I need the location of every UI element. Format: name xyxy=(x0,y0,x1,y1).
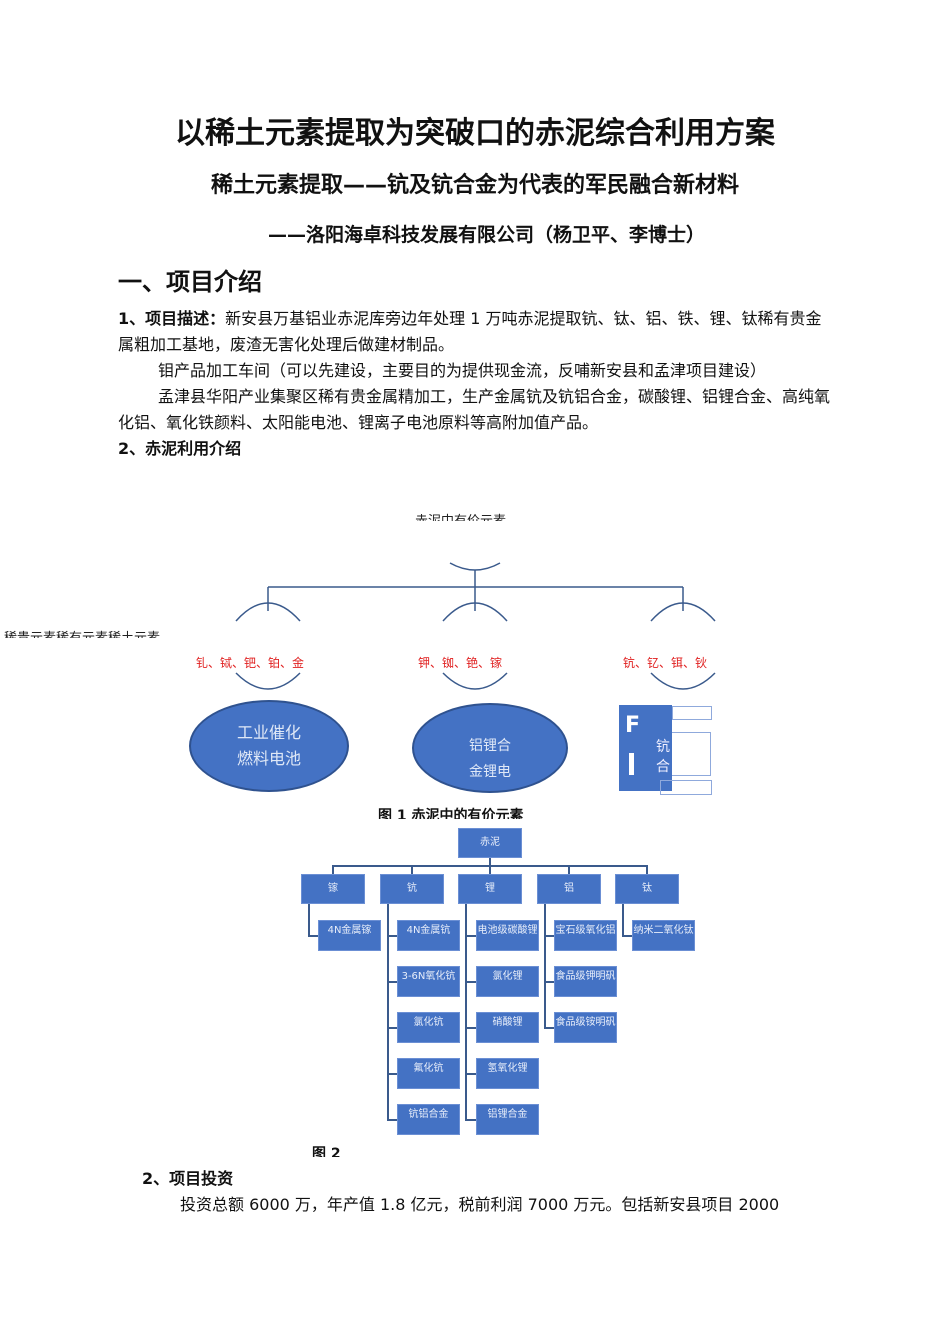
fig2-connector xyxy=(622,935,632,937)
fig1-box-frame xyxy=(672,706,712,720)
fig2-leaf-node: 4N金属镓 xyxy=(318,920,381,951)
fig2-leaf-node: 纳米二氧化钛 xyxy=(632,920,695,951)
subheading-text: 2、赤泥利用介绍 xyxy=(118,439,242,458)
fig2-branch-node: 镓 xyxy=(301,874,365,904)
fig1-connectors xyxy=(235,562,716,690)
fig2-connector xyxy=(387,1073,397,1075)
fig1-elements-rare: 钾、铷、铯、镓 xyxy=(418,656,503,670)
fig2-leaf-node: 食品级铵明矾 xyxy=(554,1012,617,1043)
fig2-connector xyxy=(465,935,476,937)
use-text: 钪合 xyxy=(656,739,670,775)
section-heading-intro: 一、项目介绍 xyxy=(118,268,262,296)
fig1-use-catalysis: 工业催化燃料电池 xyxy=(189,700,349,792)
fig2-leaf-node: 氢氧化锂 xyxy=(476,1058,539,1089)
fig2-connector xyxy=(308,935,318,937)
fig2-branch-node: 锂 xyxy=(458,874,522,904)
fig2-leaf-node: 氯化锂 xyxy=(476,966,539,997)
fig2-connector xyxy=(387,1027,397,1029)
fig2-branch-node: 铝 xyxy=(537,874,601,904)
fig1-caption: 图 1 赤泥中的有价元素 xyxy=(378,808,524,819)
fig2-connector xyxy=(544,935,554,937)
use-text: 铝锂合金锂电 xyxy=(469,738,511,780)
fig2-caption: 图 2 xyxy=(312,1146,341,1157)
document-title: 以稀土元素提取为突破口的赤泥综合利用方案 xyxy=(175,116,775,151)
fig2-connector xyxy=(387,1119,397,1121)
fig2-leaf-node: 氯化钪 xyxy=(397,1012,460,1043)
fig2-connector xyxy=(465,1027,476,1029)
fig2-leaf-node: 宝石级氧化铝 xyxy=(554,920,617,951)
fig2-branch-node: 钪 xyxy=(380,874,444,904)
fig1-box-frame xyxy=(672,732,711,776)
fig2-connector xyxy=(308,904,310,936)
fig2-connector xyxy=(646,865,648,874)
fig2-connector xyxy=(489,858,491,866)
fig2-leaf-node: 食品级钾明矾 xyxy=(554,966,617,997)
fig1-category-label: 稀贵元素稀有元素稀土元素 xyxy=(4,627,160,638)
paragraph-molybdenum: 钼产品加工车间（可以先建设，主要目的为提供现金流，反哺新安县和孟津项目建设） xyxy=(158,361,767,380)
fig2-branch-node: 钛 xyxy=(615,874,679,904)
fig2-connector xyxy=(332,865,334,874)
fig2-connector xyxy=(544,1027,554,1029)
fig2-connector xyxy=(489,865,491,874)
fig2-connector xyxy=(411,865,413,874)
document-subtitle: 稀土元素提取——钪及钪合金为代表的军民融合新材料 xyxy=(210,173,739,198)
fig1-scandium-box: F 钪合 xyxy=(619,705,672,791)
section-heading-investment: 2、项目投资 xyxy=(142,1169,234,1188)
fig2-connector xyxy=(544,981,554,983)
use-text: 工业催化燃料电池 xyxy=(236,723,301,768)
fig2-connector xyxy=(544,904,546,1028)
fig1-box-frame xyxy=(660,780,712,795)
fig2-connector xyxy=(465,1073,476,1075)
fig2-leaf-node: 4N金属钪 xyxy=(397,920,460,951)
fig2-connector xyxy=(387,981,397,983)
fig2-leaf-node: 3-6N氧化钪 xyxy=(397,966,460,997)
fig1-elements-rare-earth: 钪、钇、铒、钬 xyxy=(623,656,708,670)
author-line: ——洛阳海卓科技发展有限公司（杨卫平、李博士） xyxy=(268,224,706,246)
fig2-connector xyxy=(465,904,467,1120)
fig2-connector xyxy=(622,904,624,936)
fig2-leaf-node: 氟化钪 xyxy=(397,1058,460,1089)
fig1-root-label: 赤泥中有价元素 xyxy=(415,510,506,521)
fig1-use-alloy: 铝锂合金锂电 xyxy=(412,703,568,793)
fig2-leaf-node: 钪铝合金 xyxy=(397,1104,460,1135)
description-label: 1、项目描述： xyxy=(118,309,226,328)
fig2-root-node: 赤泥 xyxy=(458,828,522,858)
subheading-red-mud: 2、赤泥利用介绍 xyxy=(118,436,830,462)
fig2-connector xyxy=(387,935,397,937)
fig2-connector xyxy=(387,904,389,1120)
fig2-connector xyxy=(465,981,476,983)
fig2-connector xyxy=(568,865,570,874)
fig2-leaf-node: 硝酸锂 xyxy=(476,1012,539,1043)
intro-body: 1、项目描述：新安县万基铝业赤泥库旁边年处理 1 万吨赤泥提取钪、钛、铝、铁、锂… xyxy=(118,306,830,462)
fig1-elements-precious: 钆、铽、钯、铂、金 xyxy=(196,656,305,670)
investment-text: 投资总额 6000 万，年产值 1.8 亿元，税前利润 7000 万元。包括新安… xyxy=(180,1195,780,1214)
fig2-leaf-node: 电池级碳酸锂 xyxy=(476,920,539,951)
fig2-leaf-node: 铝锂合金 xyxy=(476,1104,539,1135)
paragraph-mengjin: 孟津县华阳产业集聚区稀有贵金属精加工，生产金属钪及钪铝合金，碳酸锂、铝锂合金、高… xyxy=(118,387,831,432)
project-description: 1、项目描述：新安县万基铝业赤泥库旁边年处理 1 万吨赤泥提取钪、钛、铝、铁、锂… xyxy=(118,306,830,358)
fig2-connector xyxy=(465,1119,476,1121)
description-text: 新安县万基铝业赤泥库旁边年处理 1 万吨赤泥提取钪、钛、铝、铁、锂、钛稀有贵金属… xyxy=(118,309,822,354)
